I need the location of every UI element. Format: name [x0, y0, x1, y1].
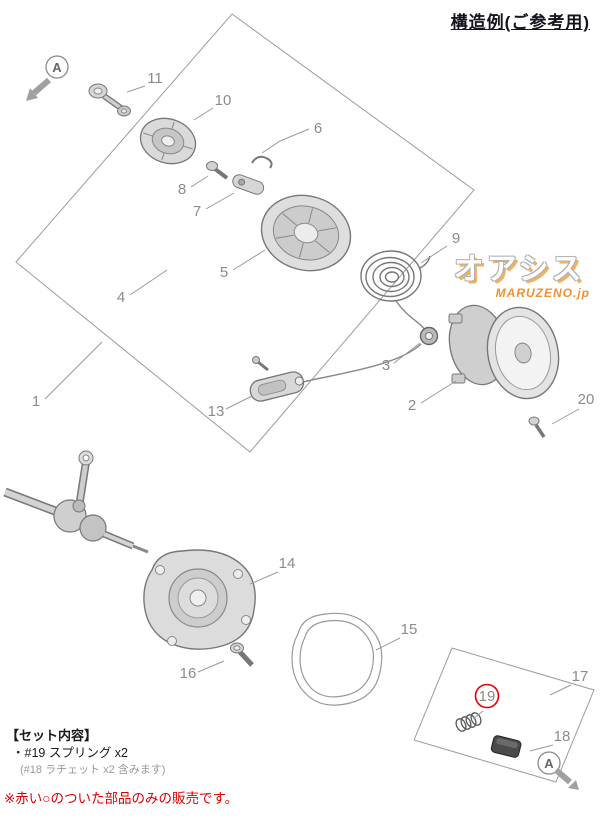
main-assembly-plane [15, 13, 475, 453]
part-label-2: 2 [408, 397, 416, 414]
part-label-7: 7 [193, 203, 201, 220]
leader-lines [44, 85, 580, 752]
part-label-16: 16 [180, 665, 197, 682]
highlight-circle-19 [474, 683, 500, 709]
view-marker-label: A [52, 60, 62, 75]
part-label-4: 4 [117, 289, 125, 306]
part-label-20: 20 [578, 391, 595, 408]
part-label-18: 18 [554, 728, 571, 745]
part-15-gasket [291, 612, 383, 706]
part-label-19: 19 [479, 688, 496, 705]
part-label-6: 6 [314, 120, 322, 137]
part-9-spiral-spring [360, 250, 431, 302]
part-label-13: 13 [208, 403, 225, 420]
part-16-bolt [230, 642, 254, 667]
set-contents-note: 【セット内容】 ・#19 スプリング x2 (#18 ラチェット x2 含みます… [6, 727, 165, 778]
part-label-15: 15 [401, 621, 418, 638]
part-11-bolt [88, 83, 131, 117]
view-marker-label: A [544, 756, 554, 771]
part-label-9: 9 [452, 230, 460, 247]
sale-warning-text: ※赤い○のついた部品のみの販売です。 [4, 791, 239, 806]
sub-assembly-plane [413, 647, 595, 783]
part-label-10: 10 [215, 92, 232, 109]
part-label-17: 17 [572, 668, 589, 685]
part-label-11: 11 [147, 70, 163, 87]
part-10-pulley [139, 117, 197, 165]
part-7-pawl [232, 174, 265, 195]
part-18-ratchet [490, 735, 522, 758]
page-title: 構造例(ご参考用) [450, 13, 590, 32]
direction-arrow-icon [554, 767, 572, 785]
view-marker-top: A [26, 55, 69, 101]
starter-rope [302, 300, 426, 383]
part-label-8: 8 [178, 181, 186, 198]
direction-arrow-icon [32, 77, 51, 96]
rope-end-pin [252, 356, 269, 372]
set-contents-detail: (#18 ラチェット x2 含みます) [20, 763, 166, 776]
part-6-clip [251, 155, 273, 169]
part-label-1: 1 [32, 393, 40, 410]
part-3-rope-guide [419, 326, 439, 346]
part-label-3: 3 [382, 357, 390, 374]
set-contents-header: 【セット内容】 [6, 728, 98, 743]
view-marker-bottom: A [537, 751, 579, 790]
part-14-starter-housing [143, 549, 256, 650]
part-5-reel [260, 194, 352, 272]
crankshaft-assembly [3, 450, 149, 554]
part-label-5: 5 [220, 264, 228, 281]
part-20-screw [528, 416, 546, 438]
part-8-screw [206, 161, 229, 180]
part-2-starter-case [448, 304, 560, 400]
part-label-14: 14 [279, 555, 296, 572]
part-19-spring [455, 712, 482, 732]
set-contents-item: ・#19 スプリング x2 [12, 746, 129, 761]
part-13-handle [249, 371, 305, 402]
